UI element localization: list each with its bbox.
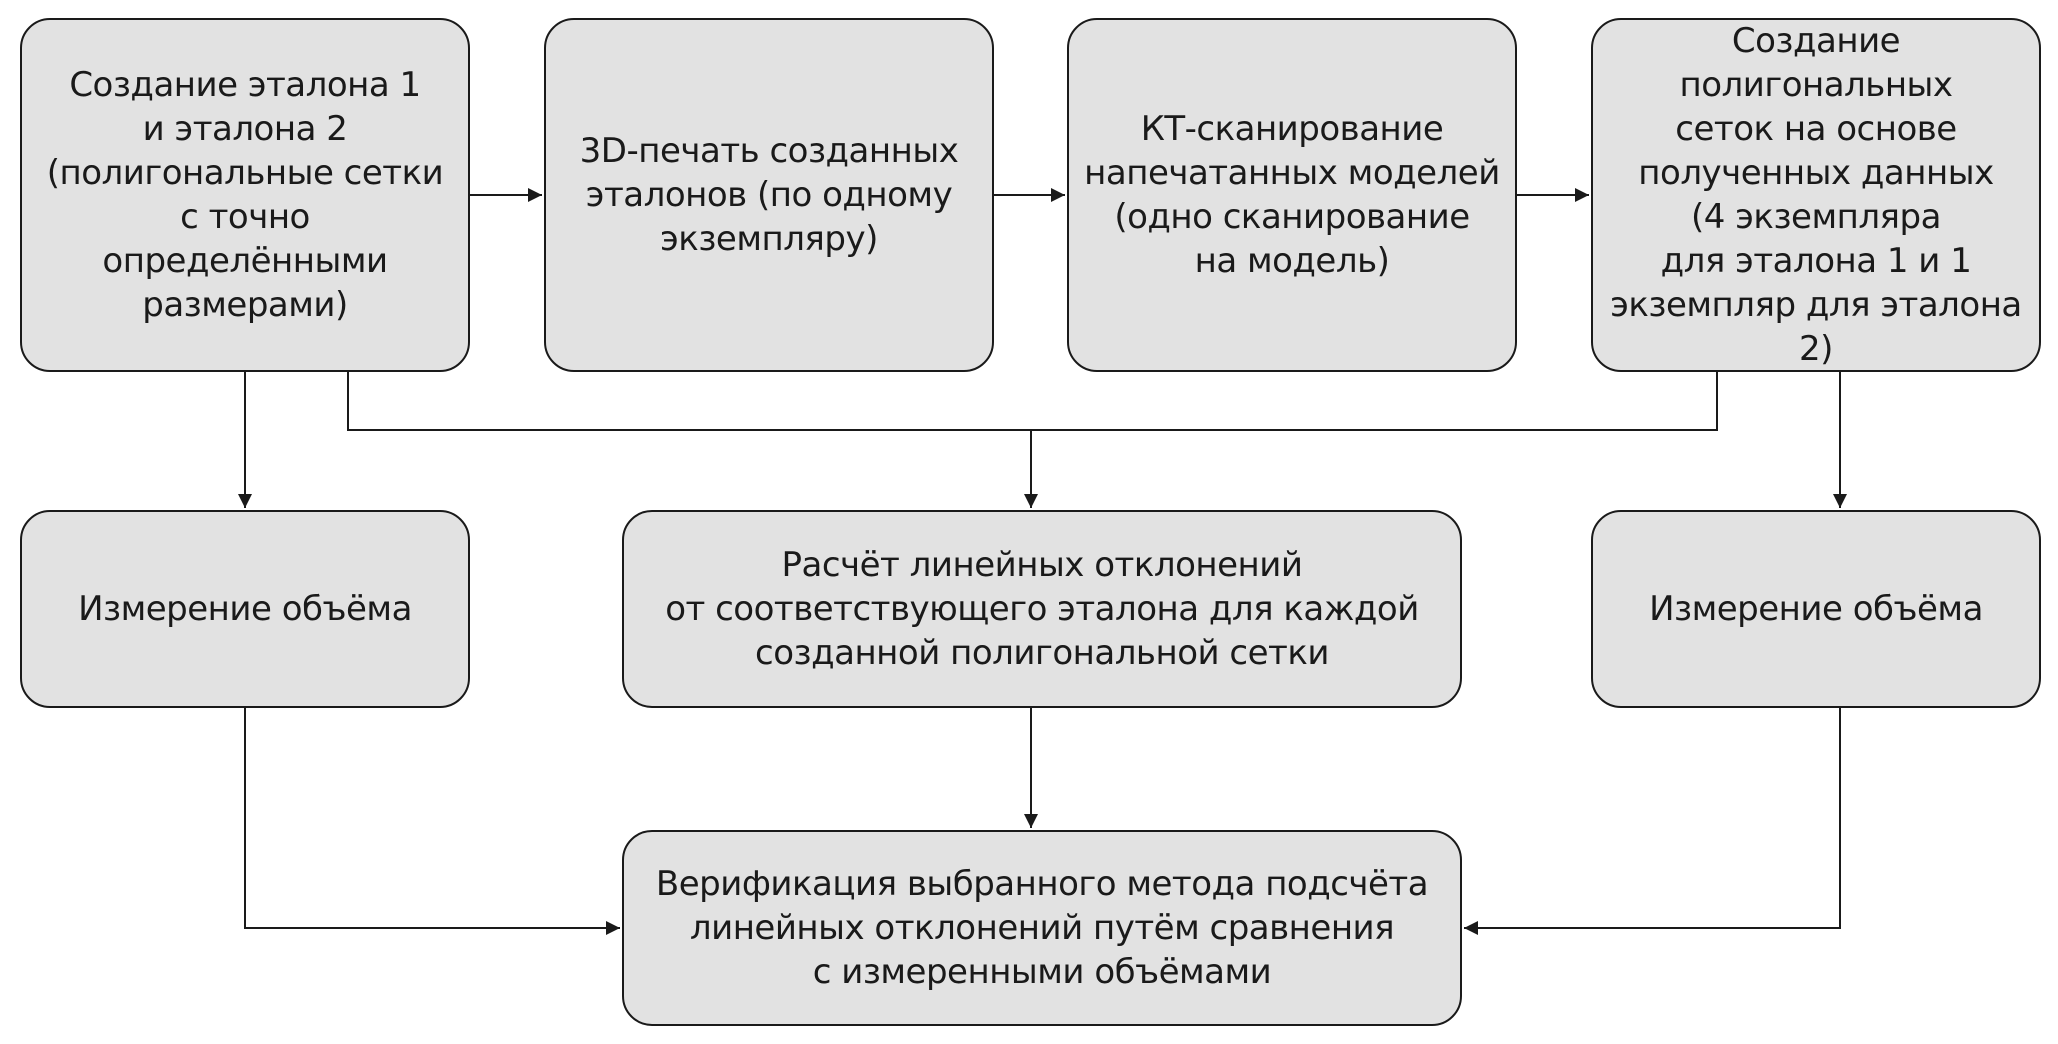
node-create-meshes: Создание полигональных сеток на основе п… [1591, 18, 2041, 372]
node-label: 3D-печать созданных эталонов (по одному … [579, 131, 959, 259]
node-label: Измерение объёма [78, 589, 412, 629]
node-deviation-calculation: Расчёт линейных отклонений от соответств… [622, 510, 1462, 708]
node-ct-scanning: КТ-сканирование напечатанных моделей (од… [1067, 18, 1517, 372]
node-3d-printing: 3D-печать созданных эталонов (по одному … [544, 18, 994, 372]
node-label: Верификация выбранного метода подсчёта л… [655, 864, 1429, 992]
node-label: Расчёт линейных отклонений от соответств… [665, 545, 1419, 673]
edge-b7-b8 [1464, 708, 1841, 935]
node-label: Создание полигональных сеток на основе п… [1610, 21, 2022, 369]
edge-b1-merge [347, 372, 1718, 431]
node-volume-measurement-right: Измерение объёма [1591, 510, 2041, 708]
node-create-references: Создание эталона 1 и эталона 2 (полигона… [20, 18, 470, 372]
node-verification: Верификация выбранного метода подсчёта л… [622, 830, 1462, 1026]
node-volume-measurement-left: Измерение объёма [20, 510, 470, 708]
node-label: Измерение объёма [1649, 589, 1983, 629]
edge-b5-b8 [244, 708, 620, 935]
node-label: КТ-сканирование напечатанных моделей (од… [1084, 109, 1500, 281]
node-label: Создание эталона 1 и эталона 2 (полигона… [46, 65, 444, 325]
